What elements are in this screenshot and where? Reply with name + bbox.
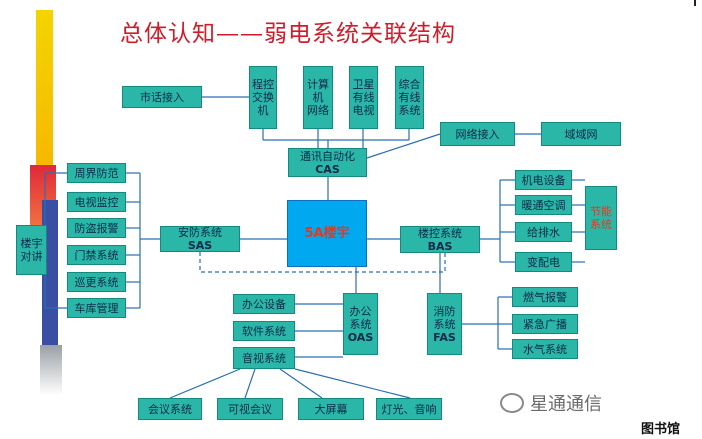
- wan-box: 域域网: [541, 122, 621, 146]
- decor-bar-yellow: [36, 10, 53, 170]
- fas-item: 水气系统: [512, 339, 578, 359]
- sas-name: 安防系统: [178, 226, 222, 239]
- center-5a-building: 5A楼宇: [287, 200, 367, 267]
- bas-item: 给排水: [515, 222, 572, 242]
- bas-box: 楼控系统 BAS: [400, 226, 480, 253]
- sas-item: 车库管理: [67, 298, 126, 318]
- corner-mark: [694, 0, 696, 6]
- sas-item: 周界防范: [67, 163, 126, 183]
- cas-item-computer-network: 计算 机 网络: [303, 66, 333, 129]
- bas-item: 暖通空调: [515, 195, 572, 215]
- oas-name: 办公 系统: [349, 304, 372, 331]
- oas-item: 音视系统: [233, 347, 295, 369]
- energy-saving-box: 节能 系统: [585, 186, 617, 250]
- network-access-box: 网络接入: [440, 122, 515, 146]
- connector-lines: [44, 96, 585, 399]
- phone-access-box: 市话接入: [122, 86, 202, 108]
- cas-box: 通讯自动化 CAS: [288, 148, 367, 177]
- cas-item-satellite-tv: 卫星 有线 电视: [349, 66, 378, 129]
- av-item: 灯光、音响: [376, 398, 442, 420]
- fas-item: 燃气报警: [512, 287, 578, 307]
- cas-item-structured-cabling: 综合 有线 系统: [395, 66, 424, 129]
- cas-code: CAS: [315, 162, 340, 176]
- intercom-box: 楼宇 对讲: [16, 225, 47, 275]
- chat-icon: [500, 393, 524, 413]
- bas-item: 机电设备: [515, 170, 572, 190]
- oas-item: 办公设备: [233, 294, 295, 314]
- cas-name: 通讯自动化: [300, 149, 355, 163]
- sas-item: 门禁系统: [67, 245, 126, 265]
- sas-item: 防盗报警: [67, 218, 126, 238]
- brand-logo: 星通通信: [500, 390, 602, 416]
- sas-item: 电视监控: [67, 192, 126, 212]
- av-item: 大屏幕: [298, 398, 364, 420]
- av-item: 可视会议: [217, 398, 283, 420]
- sas-box: 安防系统 SAS: [160, 226, 240, 252]
- fas-box: 消防 系统 FAS: [427, 293, 462, 355]
- oas-code: OAS: [347, 330, 374, 344]
- oas-box: 办公 系统 OAS: [343, 293, 378, 355]
- cas-item-pbx: 程控 交换 机: [249, 66, 277, 129]
- sas-item: 巡更系统: [67, 272, 126, 292]
- fas-name: 消防 系统: [433, 304, 456, 331]
- bas-name: 楼控系统: [418, 226, 462, 240]
- sas-code: SAS: [187, 239, 213, 252]
- slide-title: 总体认知——弱电系统关联结构: [120, 21, 456, 47]
- fas-item: 紧急广播: [512, 314, 578, 334]
- library-watermark: 图书馆: [641, 422, 681, 437]
- bas-code: BAS: [427, 239, 453, 253]
- decor-bar-gray: [40, 345, 62, 395]
- brand-name: 星通通信: [530, 394, 602, 415]
- fas-code: FAS: [433, 330, 456, 344]
- av-item: 会议系统: [138, 398, 202, 420]
- slide: 总体认知——弱电系统关联结构: [16, 10, 621, 420]
- oas-item: 软件系统: [233, 321, 295, 341]
- bas-item: 变配电: [515, 252, 572, 272]
